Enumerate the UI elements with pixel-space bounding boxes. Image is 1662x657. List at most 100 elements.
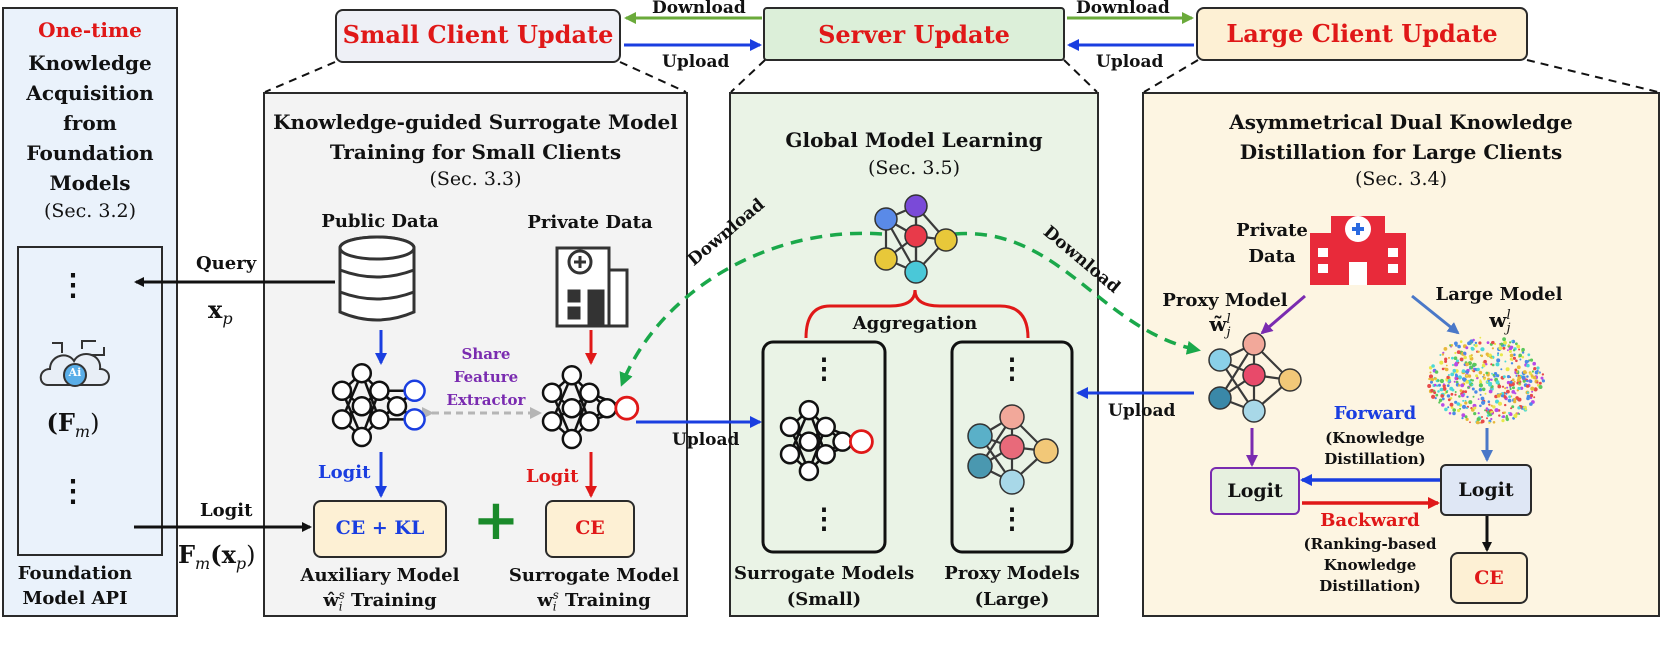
surrogate-dots-top: ⋮ [810,352,838,385]
zoom-connectors [264,59,1659,93]
server-surrogate-network-icon [779,399,874,482]
brain-dot [1469,367,1471,370]
small-ce-label: CE [575,517,605,539]
brain-dot [1485,371,1489,375]
brain-dot [1464,401,1468,405]
brain-dot [1516,365,1521,370]
net-node [561,428,583,450]
brain-dot [1465,374,1468,377]
brain-dot [1526,394,1531,399]
proxy-model-label: Proxy Model [1162,290,1288,311]
brain-dot [1461,413,1466,418]
brain-dot [1428,377,1431,381]
net-output-node [403,379,426,403]
proxy-models-box [950,340,1074,554]
large-panel-sec: (Sec. 3.4) [1354,168,1448,190]
brain-dot [1513,400,1517,404]
brain-dot [1430,377,1434,382]
brain-dot [1444,357,1448,361]
brain-dot [1443,347,1448,351]
brain-dot [1483,378,1486,381]
brain-dot [1447,406,1450,409]
brain-dot [1497,384,1502,389]
brain-dot [1499,353,1503,357]
brain-dot [1533,396,1536,399]
brain-dot [1488,421,1491,424]
brain-dot [1508,395,1511,399]
brain-dot [1512,386,1515,390]
brain-dot [1457,408,1461,413]
foundation-title-line: from [63,111,117,135]
brain-dot [1479,393,1482,396]
brain-dot [1500,392,1502,395]
brain-dot [1478,383,1483,388]
brain-dot [1531,370,1534,373]
net-node [934,228,958,252]
foundation-title-line: Acquisition [26,81,154,105]
net-node [369,409,390,430]
foundation-title-line: Models [49,171,131,195]
brain-dot [1454,393,1457,396]
proxy-w: w̃ [1209,312,1227,336]
brain-dot [1514,368,1518,372]
brain-dot [1486,417,1488,420]
brain-dot [1496,374,1500,378]
brain-dot [1472,395,1475,398]
brain-dot [1445,391,1448,394]
large-client-update-box [1196,7,1528,61]
brain-dot [1431,364,1435,368]
forward-sub-2: Distillation) [1324,450,1426,468]
share-label-2: Feature [453,368,519,386]
logit-input-label: Logit [200,500,253,521]
brain-dot [1531,390,1534,393]
brain-dot [1462,377,1466,381]
brain-dot [1503,340,1507,345]
small-client-update-title: Small Client Update [342,20,614,49]
brain-dot [1470,347,1475,351]
aggregation-label: Aggregation [852,313,978,334]
brain-dot [1444,367,1449,372]
large-l: l [1506,308,1511,324]
query-sub: p [222,308,233,328]
brain-dot [1507,398,1512,403]
brain-dot [1505,414,1508,417]
brain-dot [1513,380,1516,383]
brain-dot [1479,380,1483,384]
proxy-dots-bottom: ⋮ [998,502,1026,535]
brain-dot [1541,373,1545,376]
brain-dot [1463,351,1467,355]
brain-dot [1517,406,1521,410]
brain-dot [1428,366,1433,370]
brain-dot [1460,393,1465,398]
brain-dot [1439,387,1444,392]
sur-model-line1: Surrogate Model [508,565,680,586]
brain-dot [1488,353,1492,357]
brain-dot [1509,387,1512,391]
brain-dot [1529,379,1533,383]
brain-dot [1479,336,1482,339]
net-node [1242,399,1266,423]
brain-dot [1462,404,1466,409]
net-node [351,426,373,448]
aux-model-line2: ŵis Training [290,588,470,614]
brain-dot [1521,351,1525,354]
brain-dot [1495,399,1499,404]
brain-dot [1478,341,1482,345]
brain-dot [1464,399,1467,402]
net-node [904,194,928,218]
brain-dot [1525,379,1529,383]
surrogate-models-label-1: Surrogate Models [734,563,915,584]
brain-dot [1519,358,1522,361]
brain-dot [1476,417,1481,421]
ai-badge: Ai [68,366,82,379]
large-logit-label: Logit [1458,479,1514,501]
foundation-title-line: Foundation [26,141,154,165]
brain-dot [1463,355,1467,360]
brain-dot [1496,358,1501,363]
brain-dot [1453,356,1458,361]
brain-dot [1541,379,1545,383]
ai-cloud-icon [39,340,110,387]
brain-dot [1465,380,1469,384]
surrogate-dots-bottom: ⋮ [810,502,838,535]
